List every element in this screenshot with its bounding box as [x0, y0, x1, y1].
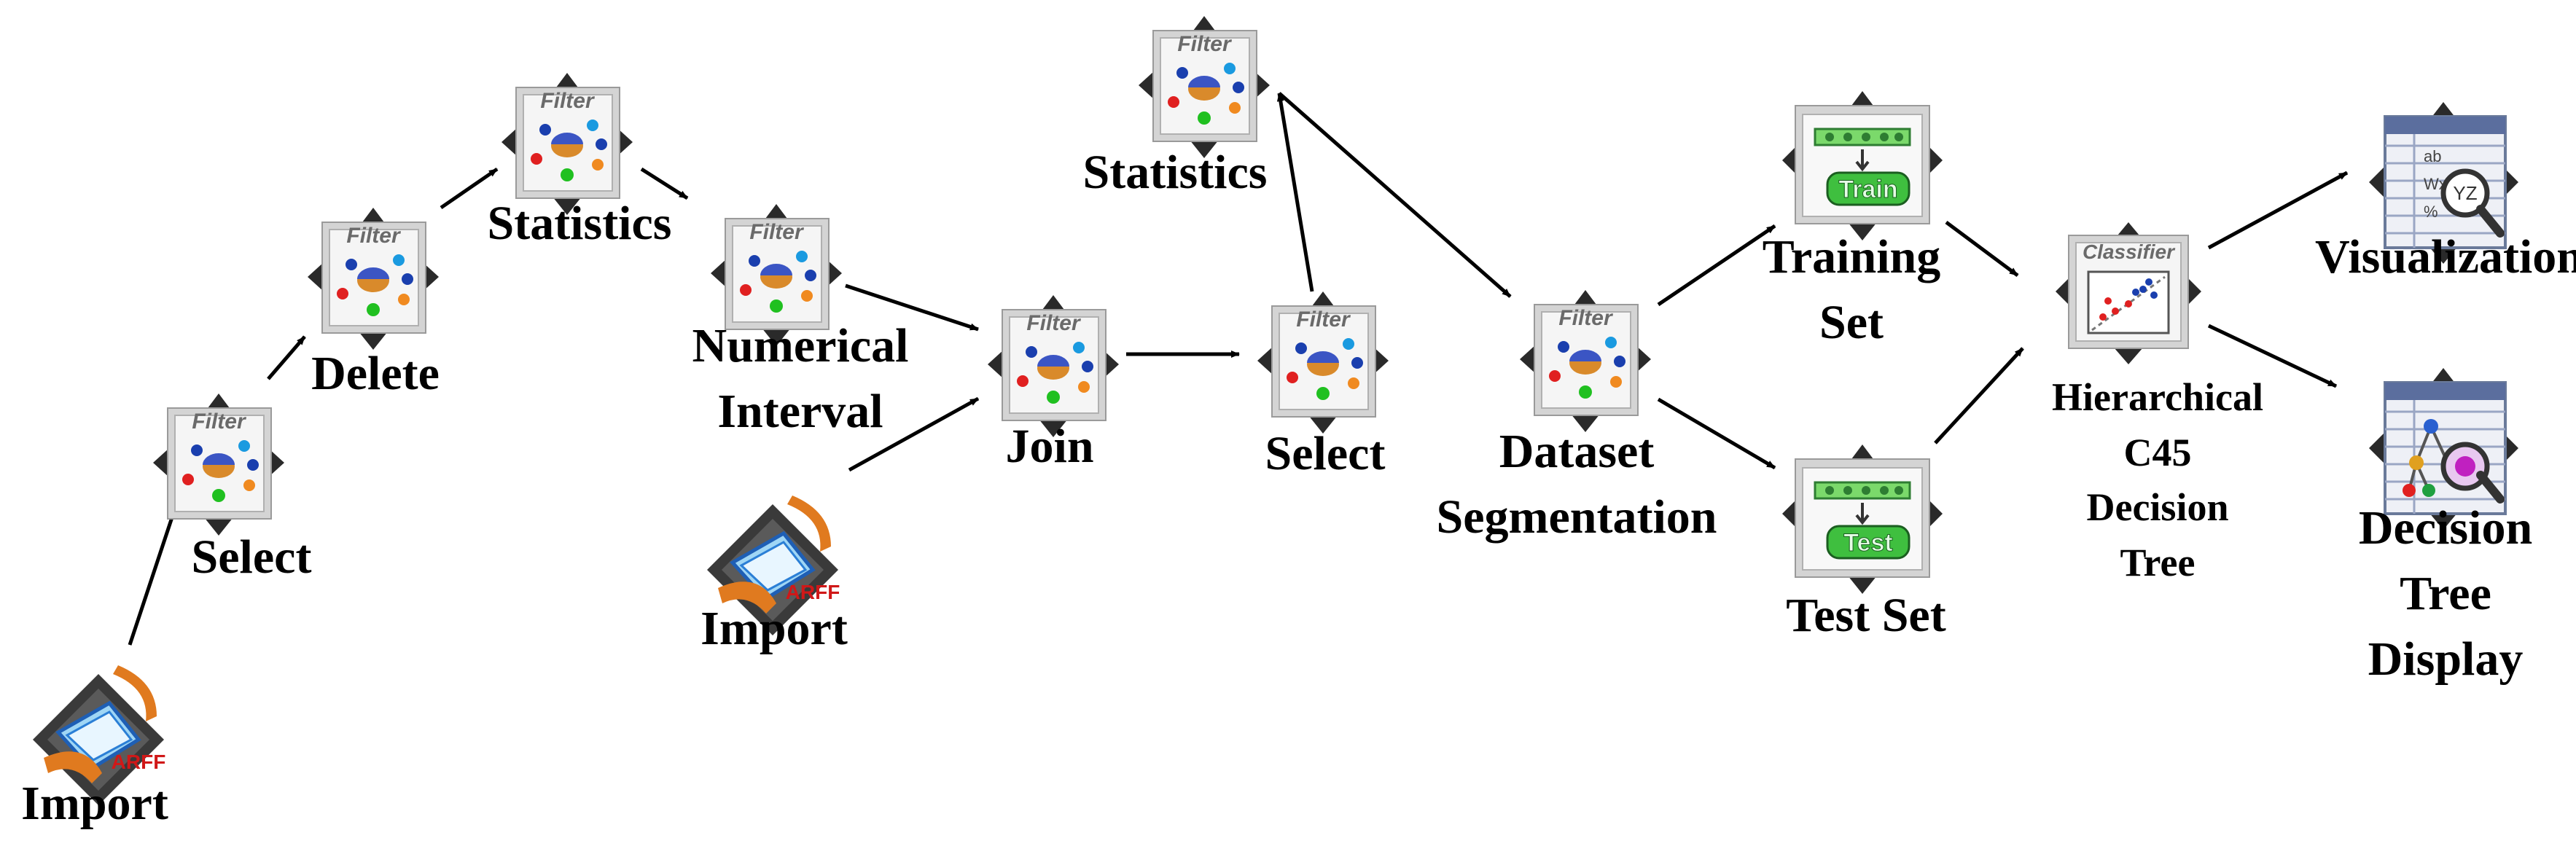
test-set-icon[interactable]: Test — [1775, 444, 1950, 601]
filter-icon[interactable]: Filter — [1513, 290, 1658, 439]
node-label: Decision Tree Display — [2358, 501, 2533, 686]
node-label: Select — [1265, 427, 1386, 480]
filter-icon[interactable]: Filter — [980, 295, 1126, 444]
svg-text:ARFF: ARFF — [786, 581, 840, 603]
edge-statistics2-to-segmentation — [1278, 92, 1512, 298]
svg-text:ab: ab — [2424, 147, 2441, 165]
edge-segmentation-to-training — [1657, 224, 1776, 307]
node-label: Dataset Segmentation — [1436, 425, 1717, 544]
node-label: Import — [700, 602, 848, 655]
arff-import-icon[interactable]: ARFF — [22, 630, 175, 816]
edge-select2-to-statistics2 — [1276, 93, 1314, 292]
filter-icon[interactable]: Filter — [494, 73, 640, 222]
filter-icon[interactable]: Filter — [146, 393, 292, 543]
node-label: Delete — [311, 347, 440, 400]
train-set-icon[interactable]: Train — [1775, 91, 1950, 248]
svg-text:Filter: Filter — [1177, 32, 1233, 56]
arff-import-icon[interactable]: ARFF — [696, 461, 849, 646]
svg-text:Test: Test — [1843, 529, 1892, 557]
svg-text:Filter: Filter — [1558, 306, 1614, 330]
svg-text:%: % — [2424, 203, 2438, 221]
svg-text:Filter: Filter — [346, 224, 402, 248]
node-label: Statistics — [487, 197, 672, 250]
edge-select1-to-delete — [267, 335, 306, 380]
node-label: Numerical Interval — [692, 319, 909, 438]
svg-text:Filter: Filter — [749, 220, 805, 244]
node-label: Test Set — [1786, 589, 1946, 642]
node-label: Hierarchical C45 Decision Tree — [2052, 375, 2263, 584]
svg-text:Filter: Filter — [192, 410, 247, 434]
edge-delete-to-statistics1 — [440, 167, 499, 210]
edge-statistics1-to-numerical — [640, 167, 689, 200]
node-label: Select — [191, 530, 312, 584]
edge-classifier-to-treedisplay — [2207, 324, 2338, 388]
svg-text:ARFF: ARFF — [112, 751, 166, 773]
svg-text:Train: Train — [1838, 176, 1897, 203]
edge-import2-to-join — [848, 396, 980, 472]
edge-training-to-classifier — [1945, 220, 2019, 278]
edge-segmentation-to-test — [1657, 397, 1776, 470]
edge-numerical-to-join — [845, 283, 979, 332]
svg-text:Filter: Filter — [1296, 308, 1351, 332]
filter-icon[interactable]: Filter — [703, 204, 849, 353]
node-label: Join — [1005, 420, 1094, 473]
svg-text:YZ: YZ — [2453, 182, 2477, 204]
filter-icon[interactable]: Filter — [1131, 16, 1277, 165]
svg-text:Filter: Filter — [540, 89, 596, 113]
filter-icon[interactable]: Filter — [300, 208, 446, 357]
tree-display-icon[interactable] — [2362, 368, 2526, 536]
svg-text:Classifier: Classifier — [2083, 240, 2176, 263]
edge-test-to-classifier — [1934, 347, 2024, 444]
svg-text:Filter: Filter — [1026, 311, 1082, 335]
filter-icon[interactable]: Filter — [1250, 291, 1396, 441]
edge-classifier-to-visualization — [2207, 171, 2349, 250]
node-label: Import — [21, 777, 168, 830]
node-label: Visualization — [2315, 230, 2576, 283]
classifier-icon[interactable]: Classifier — [2048, 222, 2209, 372]
edge-import1-to-select1 — [128, 508, 177, 646]
node-label: Training Set — [1762, 230, 1941, 349]
node-label: Statistics — [1082, 146, 1268, 199]
